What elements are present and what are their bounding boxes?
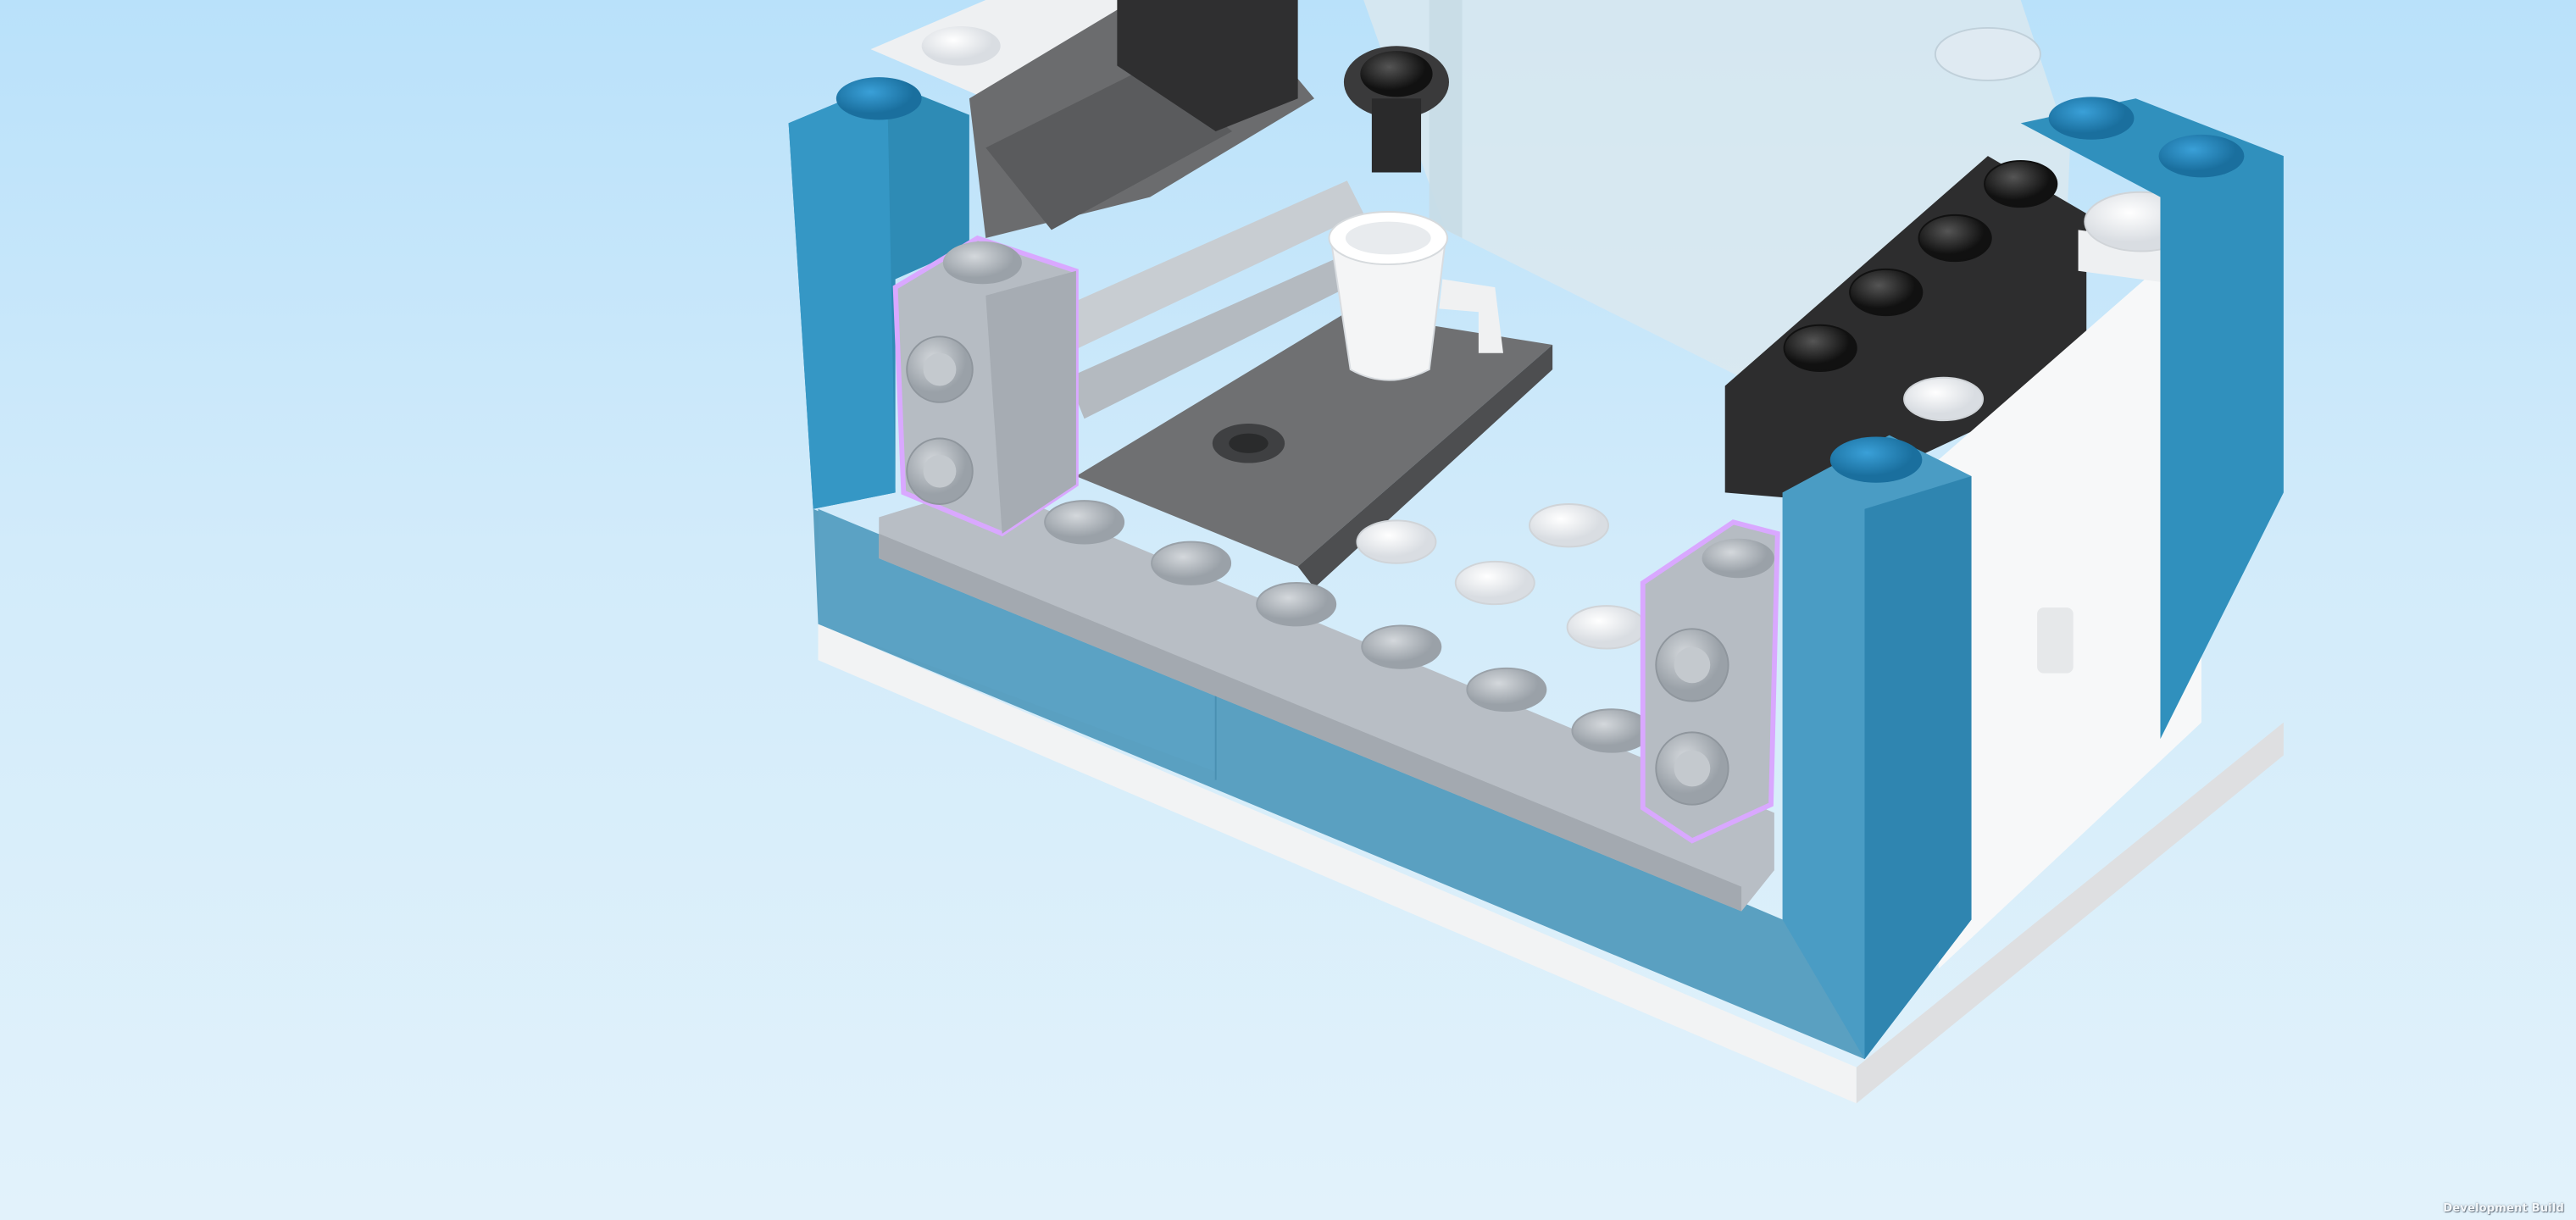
white-base-plate: [818, 624, 2284, 1104]
highlighted-brick-left[interactable]: [892, 235, 1079, 537]
light-gray-rails: [1051, 180, 1364, 419]
development-build-label: Development Build: [2443, 1202, 2564, 1215]
light-gray-tile-plate: [879, 484, 1774, 912]
blue-left-wall: [788, 77, 969, 509]
highlighted-brick-right[interactable]: [1640, 519, 1780, 844]
black-brick-top: [1117, 0, 1449, 173]
white-interior-studs: [1356, 376, 1985, 650]
white-cup: [1328, 211, 1503, 381]
blue-corner-bricks: [1782, 97, 2284, 1060]
dark-gray-plate: [1075, 312, 1553, 588]
back-white-bricks: [870, 0, 1151, 99]
